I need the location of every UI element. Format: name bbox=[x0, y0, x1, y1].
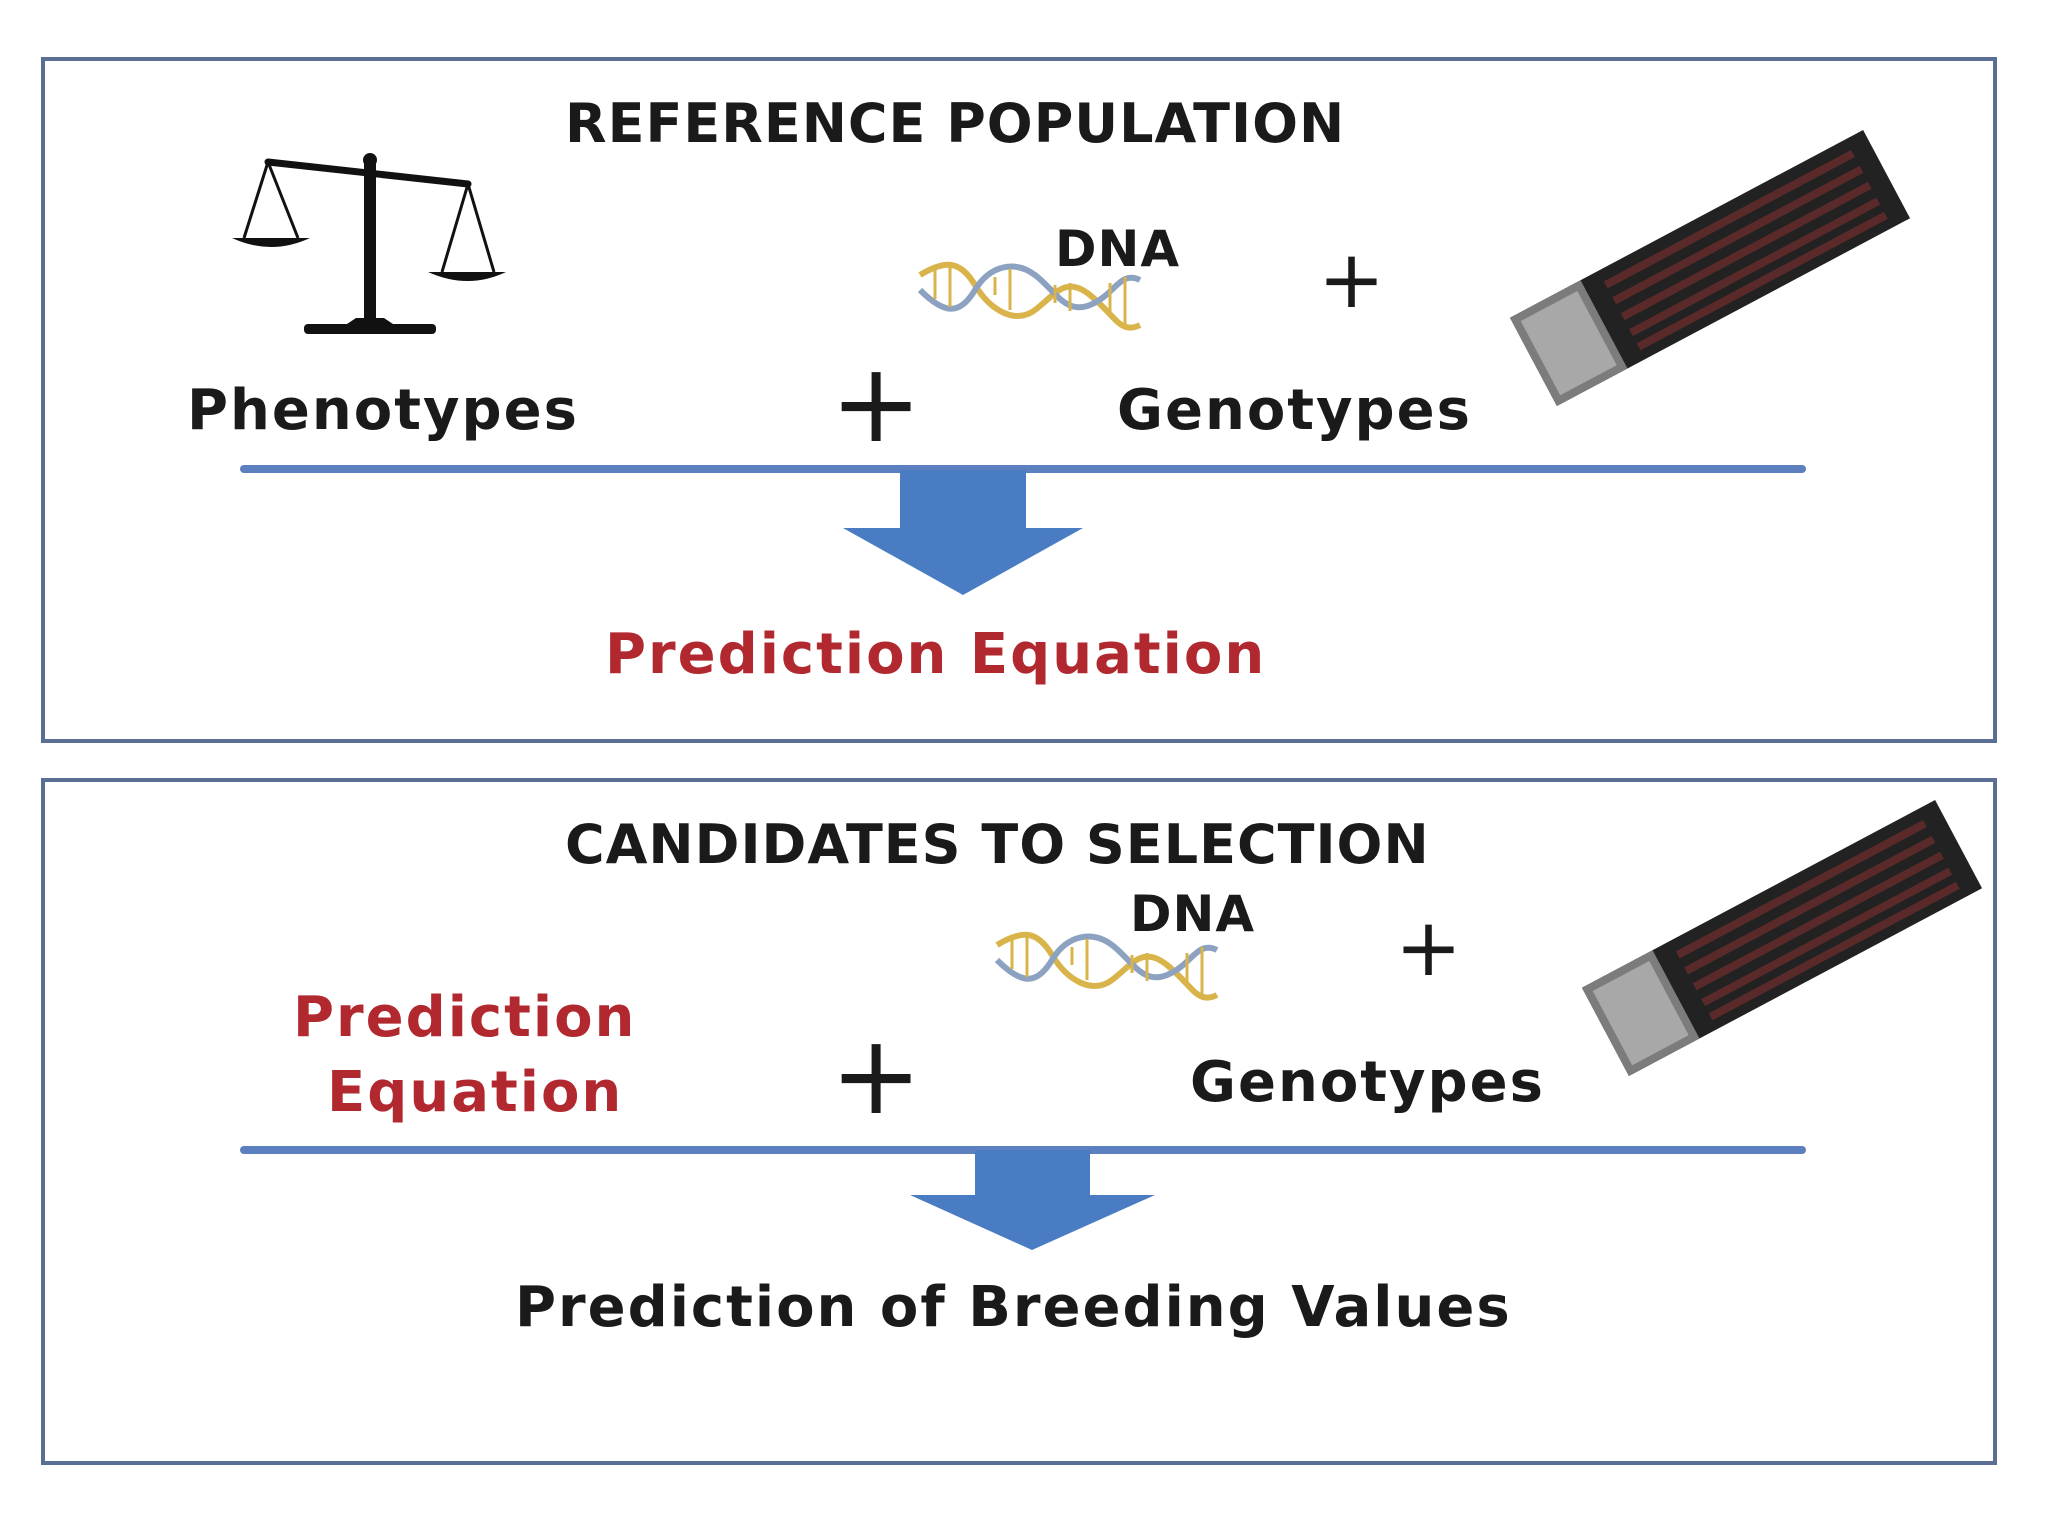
breeding-values-result: Prediction of Breeding Values bbox=[515, 1275, 1512, 1340]
prediction-equation-result: Prediction Equation bbox=[605, 622, 1266, 687]
prediction-equation-line1: Prediction bbox=[293, 985, 636, 1050]
down-arrow-icon bbox=[838, 470, 1088, 600]
snp-chip-icon bbox=[1572, 818, 1992, 1058]
down-arrow-icon bbox=[905, 1150, 1160, 1255]
candidates-heading: CANDIDATES TO SELECTION bbox=[565, 813, 1430, 876]
snp-chip-icon bbox=[1500, 148, 1920, 388]
reference-heading: REFERENCE POPULATION bbox=[565, 92, 1345, 155]
phenotypes-label: Phenotypes bbox=[187, 378, 579, 443]
plus-sign: + bbox=[830, 348, 923, 458]
balance-scale-icon bbox=[228, 148, 508, 338]
dna-label: DNA bbox=[1055, 220, 1180, 278]
plus-sign: + bbox=[830, 1020, 923, 1130]
dna-helix-icon bbox=[992, 925, 1222, 1020]
prediction-equation-line2: Equation bbox=[327, 1060, 623, 1125]
genotypes-label: Genotypes bbox=[1190, 1050, 1545, 1115]
plus-sign: + bbox=[1395, 908, 1463, 988]
genotypes-label: Genotypes bbox=[1117, 378, 1472, 443]
plus-sign: + bbox=[1318, 240, 1386, 320]
